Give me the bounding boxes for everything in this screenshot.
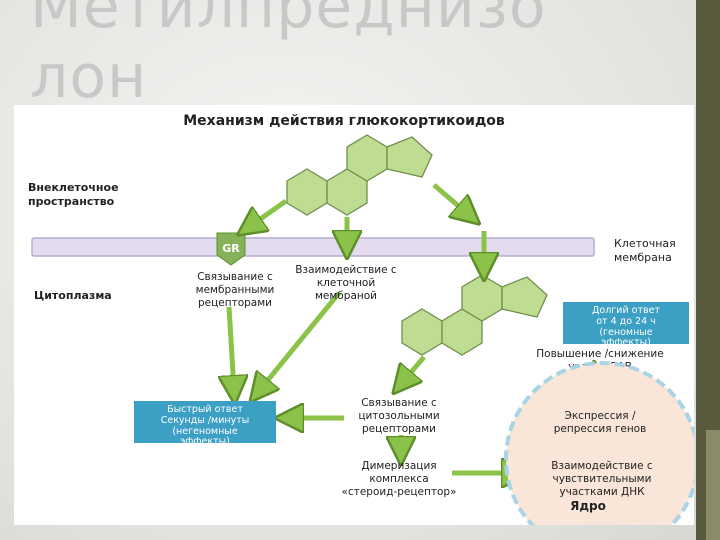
arrow-membrane-binding-to-fast	[229, 306, 234, 390]
steroid-molecule-top	[286, 134, 433, 216]
sensitive-sites-line-3: участками ДНК	[559, 486, 645, 498]
fast-response-line-2: Секунды /минуты	[161, 415, 250, 426]
long-response-line-3: (геномные	[599, 327, 652, 338]
sensitive-sites-line-1: Взаимодействие с	[551, 460, 653, 472]
gene-expression-line-1: Экспрессия /	[565, 410, 636, 422]
fast-response-line-1: Быстрый ответ	[167, 404, 243, 415]
nucleus-label: Ядро	[570, 499, 606, 513]
bav-change-line-1: Повышение /снижение	[536, 348, 663, 360]
dimerization-line-2: комплекса	[369, 473, 428, 485]
membrane-interaction-line-1: Взаимодействие с	[295, 264, 397, 276]
arrow-molecule-to-cytosolic	[402, 355, 426, 383]
cell-membrane-label-line-1: Клеточная	[614, 237, 676, 250]
diagram-panel: Механизм действия глюкокортикоидов Внекл…	[14, 105, 694, 525]
steroid-mid-ring-a	[401, 308, 443, 356]
cytosolic-binding-line-2: цитозольными	[358, 410, 439, 422]
sensitive-sites-line-2: чувствительными	[553, 473, 652, 485]
arrow-molecule-to-cytoplasm	[432, 183, 469, 215]
extracellular-label-line-1: Внеклеточное	[28, 181, 119, 194]
cytoplasm-label: Цитоплазма	[34, 289, 112, 302]
dimerization-line-1: Димеризация	[361, 460, 436, 472]
membrane-binding-line-3: рецепторами	[198, 297, 272, 309]
glucocorticoid-mechanism-diagram: Механизм действия глюкокортикоидов Внекл…	[28, 113, 694, 525]
steroid-top-ring-a	[286, 168, 328, 216]
long-response-line-1: Долгий ответ	[592, 305, 660, 316]
gr-receptor-label: GR	[222, 242, 240, 255]
membrane-binding-line-1: Связывание с	[197, 271, 273, 283]
fast-response-line-3: (негеномные	[172, 426, 238, 437]
extracellular-label-line-2: пространство	[28, 195, 115, 208]
cytosolic-binding-line-3: рецепторами	[362, 423, 436, 435]
slide-title-line-2: лон	[30, 42, 148, 112]
steroid-molecule-middle	[401, 274, 548, 356]
arrow-molecule-to-gr	[249, 198, 288, 227]
long-response-line-2: от 4 до 24 ч	[596, 316, 656, 327]
arrow-membrane-interaction-to-fast	[259, 291, 341, 391]
long-response-box	[563, 302, 689, 344]
steroid-top-ring-d	[386, 136, 433, 178]
fast-response-line-4: эффекты)	[180, 436, 230, 447]
dimerization-line-3: «стероид-рецептор»	[342, 486, 457, 498]
right-decorative-accent	[706, 430, 720, 540]
nucleus-circle	[504, 361, 694, 525]
fast-response-box	[134, 401, 276, 443]
diagram-heading: Механизм действия глюкокортикоидов	[183, 113, 505, 129]
gene-expression-line-2: репрессия генов	[554, 423, 647, 435]
membrane-interaction-line-3: мембраной	[315, 290, 377, 302]
slide-title-line-1: Метилпреднизо	[30, 0, 547, 42]
cytosolic-binding-line-1: Связывание с	[361, 397, 437, 409]
slide-title: Метилпреднизо лон	[30, 0, 670, 112]
membrane-binding-line-2: мембранными	[196, 284, 275, 296]
cell-membrane-label-line-2: мембрана	[614, 251, 672, 264]
cell-membrane-band	[31, 237, 595, 257]
membrane-interaction-line-2: клеточной	[317, 277, 375, 289]
steroid-mid-ring-d	[501, 276, 548, 318]
long-response-line-4: эффекты)	[601, 337, 651, 348]
